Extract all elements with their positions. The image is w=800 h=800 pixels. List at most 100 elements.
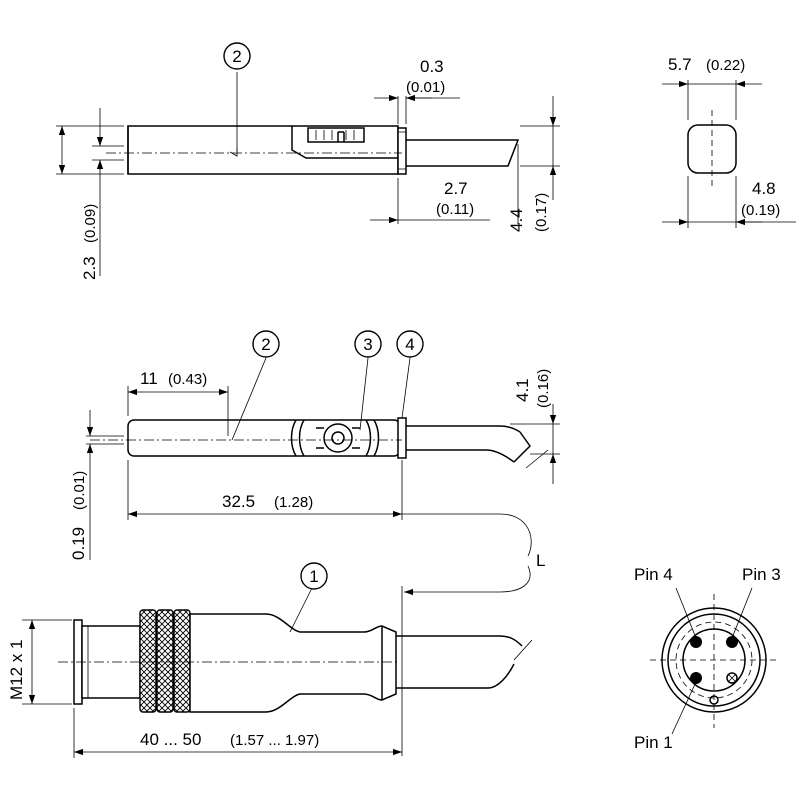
top-cable-cut xyxy=(513,431,531,463)
dim-4-8-mm: 4.8 xyxy=(752,179,776,198)
pin-2-contact xyxy=(726,672,738,684)
sensor-housing xyxy=(127,125,399,175)
callout-1-leader xyxy=(289,587,313,633)
knurl-ring-1 xyxy=(139,609,157,713)
dim-5-7-mm: 5.7 xyxy=(668,55,692,74)
dim-2-3-mm: 2.3 xyxy=(80,256,99,280)
callout-4-leader xyxy=(401,357,411,419)
dim-32-5-ext xyxy=(127,460,403,520)
pin-1-label: Pin 1 xyxy=(634,733,673,752)
ext-lines-left xyxy=(56,125,124,175)
dim-m12-label: M12 x 1 xyxy=(7,640,26,700)
dim-4-4-ext xyxy=(520,125,560,167)
dim-2-3-ext xyxy=(92,145,124,161)
top-cable xyxy=(406,425,521,463)
connector-cable-break xyxy=(513,639,533,661)
l-dim-lower xyxy=(404,565,531,596)
dim-32-5-in: (1.28) xyxy=(274,494,313,511)
top-view xyxy=(86,357,560,560)
dim-40-50-mm: 40 ... 50 xyxy=(140,730,201,749)
connector-cable xyxy=(396,635,523,689)
slot-grooves xyxy=(315,130,355,140)
adjust-screw-inner xyxy=(331,431,345,445)
pin-4-label: Pin 4 xyxy=(634,565,673,584)
side-view xyxy=(56,72,560,276)
dim-2-7-mm: 2.7 xyxy=(444,179,468,198)
pin-3-label: Pin 3 xyxy=(742,565,781,584)
callout-2-bubble xyxy=(223,42,251,70)
dim-2-7-in: (0.11) xyxy=(436,201,474,218)
flange-lines xyxy=(398,131,406,170)
slot-notch xyxy=(337,131,345,142)
dim-4-8-in: (0.19) xyxy=(741,202,780,219)
top-groove-a xyxy=(290,419,297,457)
pin-outer-ring xyxy=(661,607,767,713)
dim-4-1-in: (0.16) xyxy=(535,369,552,408)
knurl-ring-2 xyxy=(156,609,174,713)
dim-40-50-in: (1.57 ... 1.97) xyxy=(230,732,319,749)
cable-flange xyxy=(397,127,407,175)
pin-3-contact xyxy=(726,636,738,648)
pin-1-contact xyxy=(690,672,702,684)
dim-4-1-mm: 4.1 xyxy=(513,378,532,402)
screw-tabs xyxy=(316,427,360,449)
top-cable-break xyxy=(525,449,549,469)
top-groove-b xyxy=(298,419,305,457)
callout-2-tick xyxy=(229,148,238,157)
l-dim-upper xyxy=(402,513,532,557)
callout-2b-bubble xyxy=(252,330,280,358)
top-groove-c xyxy=(365,419,372,457)
dim-11-in: (0.43) xyxy=(168,371,207,388)
dim-0-3-in: (0.01) xyxy=(406,79,445,96)
dim-32-5-mm: 32.5 xyxy=(222,492,255,511)
dim-0-19-in: (0.01) xyxy=(71,471,88,510)
pin-3-leader xyxy=(731,587,753,639)
knurl-ring-3 xyxy=(173,609,191,713)
cable-length-label: L xyxy=(536,551,545,570)
adjust-screw-outer xyxy=(323,423,353,453)
pin-2-cross xyxy=(727,673,737,683)
callout-3-bubble xyxy=(354,330,382,358)
dim-5-7-in: (0.22) xyxy=(706,57,745,74)
dim-0-3-mm: 0.3 xyxy=(420,57,444,76)
slot-block xyxy=(307,127,365,143)
housing-recess xyxy=(291,126,398,159)
callout-1-label: 1 xyxy=(309,567,318,586)
top-flange xyxy=(397,417,407,459)
dim-2-3-in: (0.09) xyxy=(82,204,99,243)
pin-layout-view: Pin 4 Pin 3 Pin 1 xyxy=(634,565,781,752)
dim-0-3-ext xyxy=(397,96,407,124)
dim-2-7-ext xyxy=(397,144,519,224)
top-view-labels: 2 3 4 11 (0.43) 32.5 (1.28) 0.19 (0.01) … xyxy=(69,330,552,560)
side-view-labels: 2 0.3 (0.01) 2.7 (0.11) 4.4 (0.17) 2.3 (… xyxy=(80,42,550,280)
connector-view xyxy=(22,587,533,758)
pin-insert xyxy=(682,628,746,692)
pin-ring-2 xyxy=(667,613,761,707)
pin-1-leader xyxy=(671,681,697,735)
callout-2b-label: 2 xyxy=(261,335,270,354)
connector-body xyxy=(189,613,397,713)
callout-2b-leader xyxy=(231,357,267,441)
coding-key xyxy=(709,695,719,705)
dim-4-4-in: (0.17) xyxy=(533,193,550,232)
dim-0-19-mm: 0.19 xyxy=(69,527,88,560)
dim-4-1-ext xyxy=(510,423,560,455)
callout-3-label: 3 xyxy=(363,335,372,354)
end-view: 5.7 (0.22) 4.8 (0.19) xyxy=(662,55,796,228)
cable-stub xyxy=(406,139,520,167)
pin-4-contact xyxy=(690,636,702,648)
connector-labels: 1 M12 x 1 40 ... 50 (1.57 ... 1.97) xyxy=(7,562,328,749)
top-groove-d xyxy=(373,419,380,457)
pin-ring-3 xyxy=(675,621,753,699)
dim-11-mm: 11 xyxy=(140,369,158,388)
pin-4-leader xyxy=(675,587,697,639)
callout-4-label: 4 xyxy=(405,335,414,354)
callout-4-bubble xyxy=(396,330,424,358)
callout-2-label: 2 xyxy=(232,47,241,66)
top-housing xyxy=(127,419,401,457)
cable-length-dim: L xyxy=(401,513,545,756)
callout-3-leader xyxy=(359,357,369,431)
dim-4-4-mm: 4.4 xyxy=(507,208,526,232)
callout-1-bubble xyxy=(300,562,328,590)
